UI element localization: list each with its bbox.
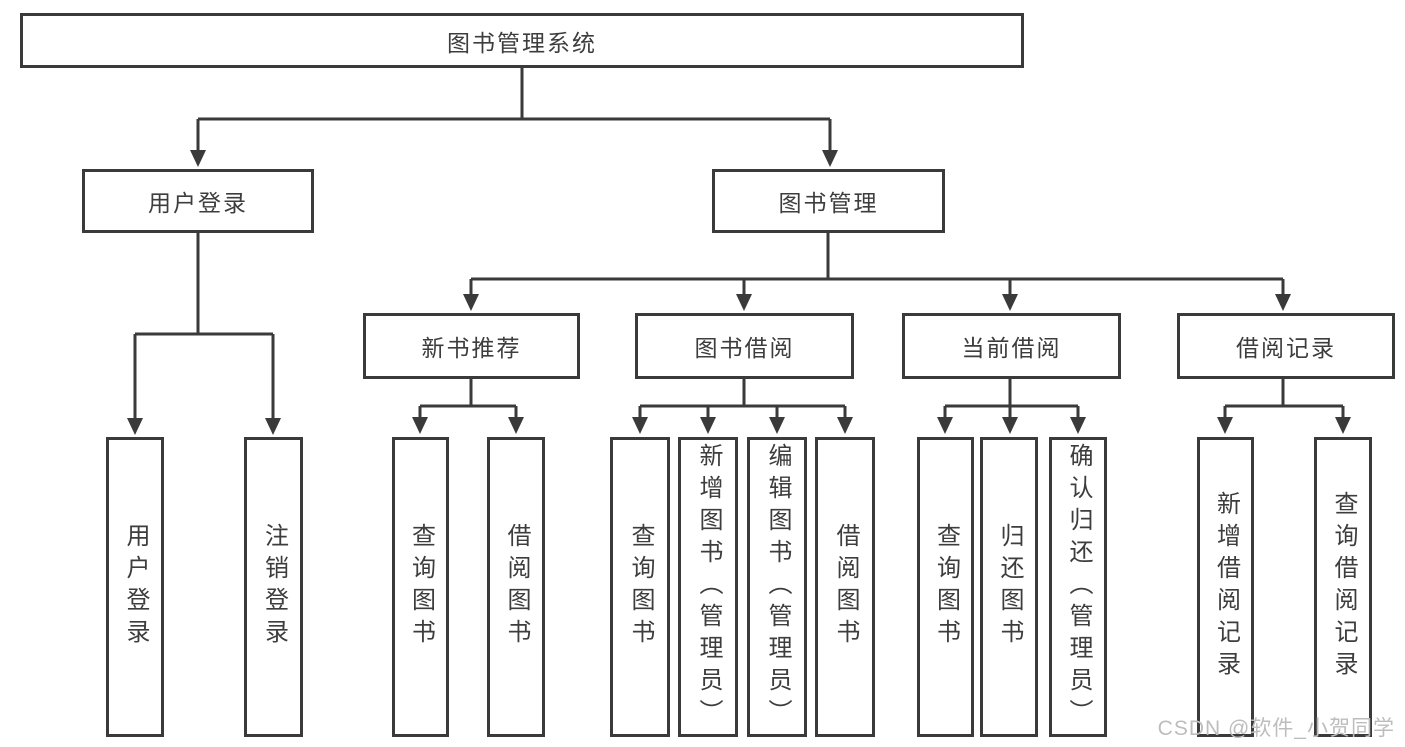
leaf-borrow-book-1: 借阅图书	[487, 437, 545, 737]
leaf-user-login-label: 用户登录	[122, 523, 149, 651]
arrowhead-leaf	[127, 418, 143, 435]
leaf-return-book-label: 归还图书	[996, 523, 1023, 651]
leaf-add-book-admin-label: 新增图书（管理员）	[695, 443, 722, 731]
node-current-borrow-label: 当前借阅	[961, 335, 1062, 361]
leaf-confirm-return-admin: 确认归还（管理员）	[1049, 437, 1107, 737]
leaf-add-book-admin: 新增图书（管理员）	[678, 437, 738, 737]
arrowhead-leaf	[265, 418, 281, 435]
arrowhead-leaf	[632, 417, 648, 434]
node-new-book-recommend-label: 新书推荐	[421, 335, 522, 361]
arrowhead-leaf	[700, 417, 716, 434]
node-book-borrow-label: 图书借阅	[694, 335, 795, 361]
leaf-logout: 注销登录	[244, 437, 303, 737]
node-root: 图书管理系统	[20, 13, 1024, 68]
arrowhead-leaf	[1217, 417, 1233, 434]
leaf-query-borrow-record-label: 查询借阅记录	[1330, 491, 1357, 683]
leaf-query-borrow-record: 查询借阅记录	[1314, 437, 1372, 737]
leaf-edit-book-admin-label: 编辑图书（管理员）	[764, 443, 791, 731]
leaf-confirm-return-admin-label: 确认归还（管理员）	[1065, 443, 1092, 731]
leaf-query-book-3: 查询图书	[917, 437, 974, 737]
arrowhead-user-login	[190, 150, 206, 167]
arrowhead-level3	[463, 294, 479, 311]
leaf-edit-book-admin: 编辑图书（管理员）	[747, 437, 807, 737]
arrowhead-leaf	[1070, 417, 1086, 434]
node-book-management-label: 图书管理	[778, 190, 879, 216]
arrowhead-leaf	[937, 417, 953, 434]
leaf-query-book-1: 查询图书	[392, 437, 449, 737]
node-current-borrow: 当前借阅	[902, 313, 1121, 379]
arrowhead-leaf	[1002, 417, 1018, 434]
node-root-label: 图书管理系统	[447, 29, 597, 56]
leaf-user-login: 用户登录	[106, 437, 164, 737]
node-book-management: 图书管理	[712, 169, 945, 233]
arrowhead-leaf	[412, 417, 428, 434]
node-user-login-label: 用户登录	[148, 190, 248, 216]
arrowhead-leaf	[1335, 417, 1351, 434]
arrowhead-leaf	[508, 417, 524, 434]
leaf-add-borrow-record: 新增借阅记录	[1197, 437, 1254, 737]
leaf-query-book-3-label: 查询图书	[932, 523, 960, 651]
leaf-borrow-book-1-label: 借阅图书	[503, 523, 530, 651]
leaf-add-borrow-record-label: 新增借阅记录	[1212, 491, 1240, 683]
arrowhead-level3	[736, 294, 752, 311]
node-book-borrow: 图书借阅	[635, 313, 854, 379]
leaf-logout-label: 注销登录	[260, 523, 288, 651]
arrowhead-leaf	[837, 417, 853, 434]
node-borrow-record-label: 借阅记录	[1236, 335, 1336, 361]
leaf-borrow-book-2-label: 借阅图书	[832, 523, 859, 651]
arrowhead-book-management	[822, 150, 838, 167]
node-borrow-record: 借阅记录	[1177, 313, 1395, 379]
node-user-login: 用户登录	[82, 169, 314, 233]
leaf-return-book: 归还图书	[980, 437, 1038, 737]
arrowhead-leaf	[769, 417, 785, 434]
csdn-watermark: CSDN @软件_小贺同学	[1157, 717, 1395, 740]
arrowhead-level3	[1275, 294, 1291, 311]
leaf-query-book-2: 查询图书	[610, 437, 670, 737]
node-new-book-recommend: 新书推荐	[363, 313, 580, 379]
leaf-borrow-book-2: 借阅图书	[815, 437, 875, 737]
arrowhead-level3	[1002, 294, 1018, 311]
leaf-query-book-1-label: 查询图书	[407, 523, 435, 651]
leaf-query-book-2-label: 查询图书	[627, 523, 654, 651]
